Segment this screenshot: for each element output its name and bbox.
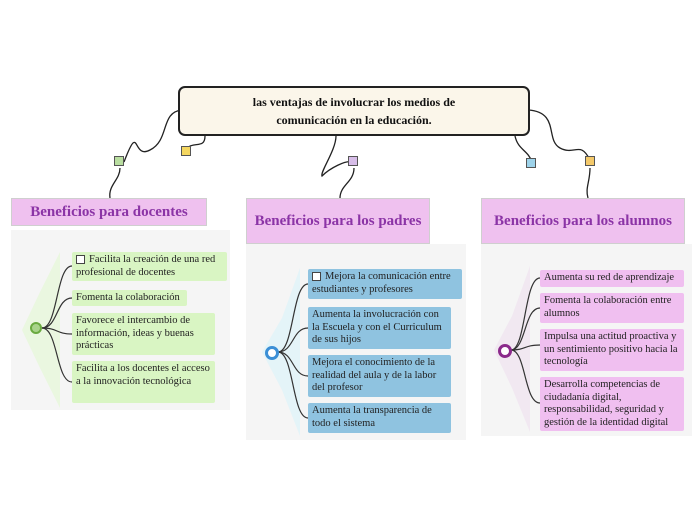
checkbox-icon[interactable] <box>76 255 85 265</box>
leaf-docentes-1[interactable]: Facilita la creación de una red profesio… <box>72 252 227 281</box>
leaf-alumnos-2[interactable]: Fomenta la colaboración entre alumnos <box>540 293 684 323</box>
leaf-alumnos-1[interactable]: Aumenta su red de aprendizaje <box>540 270 684 287</box>
branch-header-padres[interactable]: Beneficios para los padres <box>246 198 430 244</box>
central-topic-title: las ventajas de involucrar los medios de… <box>252 95 456 127</box>
leaf-alumnos-4[interactable]: Desarrolla competencias de ciudadanía di… <box>540 377 684 431</box>
leaf-docentes-2[interactable]: Fomenta la colaboración <box>72 290 187 306</box>
central-topic[interactable]: las ventajas de involucrar los medios de… <box>178 86 530 136</box>
leaf-padres-3[interactable]: Mejora el conocimiento de la realidad de… <box>308 355 451 397</box>
blue-tag-icon <box>526 158 536 168</box>
leaf-padres-2[interactable]: Aumenta la involucración con la Escuela … <box>308 307 451 349</box>
branch-header-alumnos[interactable]: Beneficios para los alumnos <box>481 198 685 244</box>
leaf-padres-1[interactable]: Mejora la comunicación entre estudiantes… <box>308 269 462 299</box>
leaf-docentes-4[interactable]: Facilita a los docentes el acceso a la i… <box>72 361 215 403</box>
leaf-padres-4[interactable]: Aumenta la transparencia de todo el sist… <box>308 403 451 433</box>
green-tag-icon <box>114 156 124 166</box>
checkbox-icon[interactable] <box>312 272 321 282</box>
yellow-tag-icon <box>181 146 191 156</box>
leaf-docentes-3[interactable]: Favorece el intercambio de información, … <box>72 313 215 355</box>
purple-tag-icon <box>348 156 358 166</box>
hub-padres[interactable] <box>265 346 279 360</box>
hub-docentes[interactable] <box>30 322 42 334</box>
hub-alumnos[interactable] <box>498 344 512 358</box>
branch-header-docentes[interactable]: Beneficios para docentes <box>11 198 207 226</box>
orange-tag-icon <box>585 156 595 166</box>
leaf-alumnos-3[interactable]: Impulsa una actitud proactiva y un senti… <box>540 329 684 371</box>
